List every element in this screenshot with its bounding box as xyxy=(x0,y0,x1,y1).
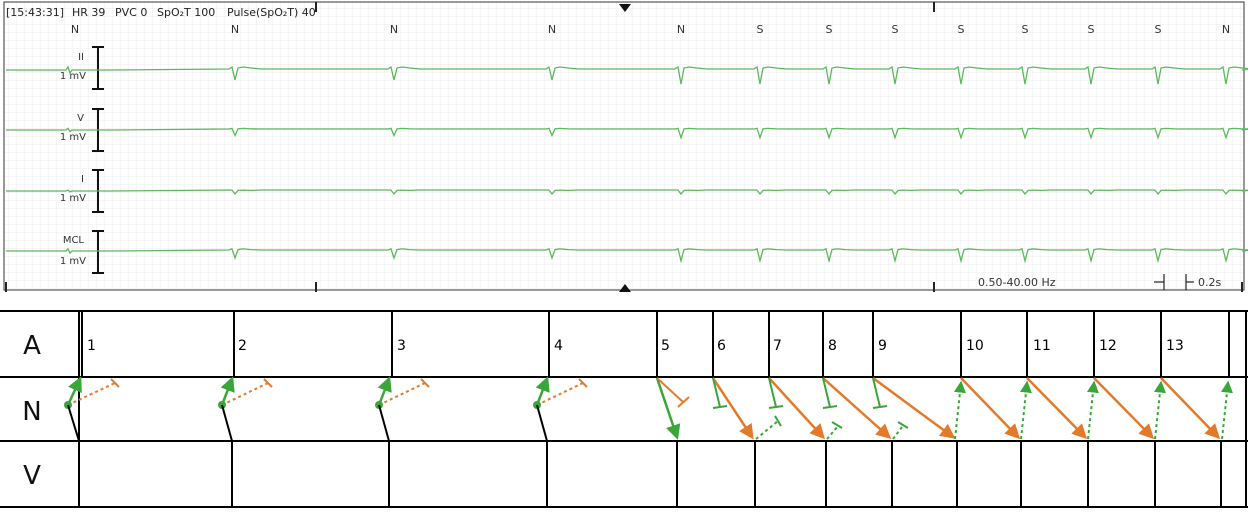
beat-label: S xyxy=(1155,23,1162,36)
lead-cal-ii: 1 mV xyxy=(60,71,86,82)
beat-label: S xyxy=(892,23,899,36)
lead-labels: II 1 mV V 1 mV I 1 mV MCL 1 mV xyxy=(60,52,86,267)
top-marker-icon xyxy=(619,4,631,12)
time-scale-bar xyxy=(1154,274,1194,290)
beat-number: 6 xyxy=(717,338,726,354)
lead-label-ii: II xyxy=(78,52,84,63)
calibration-bars xyxy=(92,46,104,274)
beat-number: 5 xyxy=(661,338,670,354)
ecg-trace-mcl xyxy=(6,247,1248,264)
lead-label-v: V xyxy=(77,113,84,124)
conduction-beat-3 xyxy=(375,376,430,442)
beat-label: N xyxy=(677,23,685,36)
conduction-beat-6 xyxy=(711,377,782,440)
conduction-beat-2 xyxy=(218,376,273,442)
filter-label: 0.50-40.00 Hz xyxy=(978,276,1056,289)
beat-number: 7 xyxy=(773,338,782,354)
status-hr: HR 39 xyxy=(72,6,105,19)
ladder-diagram: A N V 1 2 3 4 5 6 7 8 9 10 11 12 13 xyxy=(0,308,1248,508)
beat-label: S xyxy=(826,23,833,36)
beat-number: 2 xyxy=(238,338,247,354)
beat-labels: N N N N N S S S S S S S N xyxy=(71,23,1230,36)
scale-label: 0.2s xyxy=(1198,276,1221,289)
beat-label: S xyxy=(1088,23,1095,36)
lead-cal-i: 1 mV xyxy=(60,193,86,204)
beat-label: N xyxy=(390,23,398,36)
conduction-beat-8 xyxy=(822,377,909,440)
row-label-v: V xyxy=(23,461,41,491)
beat-label: N xyxy=(1222,23,1230,36)
ecg-strip-panel: [15:43:31] HR 39 PVC 0 SpO₂T 100 Pulse(S… xyxy=(3,1,1248,292)
beat-label: S xyxy=(1022,23,1029,36)
conduction-beat-7 xyxy=(768,377,843,440)
conduction-beat-1 xyxy=(64,376,120,442)
beat-label: S xyxy=(958,23,965,36)
beat-number: 1 xyxy=(87,338,96,354)
bottom-marker-icon xyxy=(619,284,631,292)
beat-numbers: 1 2 3 4 5 6 7 8 9 10 11 12 13 xyxy=(87,338,1184,354)
ecg-trace-v xyxy=(6,127,1248,140)
status-time: [15:43:31] xyxy=(6,6,64,19)
ecg-trace-ii xyxy=(6,65,1248,85)
ecg-traces xyxy=(6,65,1248,264)
status-spo2: SpO₂T 100 xyxy=(157,6,215,19)
ecg-trace-i xyxy=(6,189,1248,196)
beat-number: 12 xyxy=(1099,338,1117,354)
beat-number: 8 xyxy=(828,338,837,354)
ventricular-ticks xyxy=(78,441,1222,507)
lead-cal-mcl: 1 mV xyxy=(60,256,86,267)
conduction-beat-9 xyxy=(872,376,956,439)
beat-number: 10 xyxy=(966,338,984,354)
time-markers xyxy=(5,2,1243,292)
beat-number: 13 xyxy=(1166,338,1184,354)
ecg-grid xyxy=(3,1,1245,291)
reentry-loops xyxy=(954,377,1233,440)
conduction-beat-5 xyxy=(655,377,690,440)
lead-label-mcl: MCL xyxy=(63,235,85,246)
beat-number: 3 xyxy=(397,338,406,354)
beat-label: S xyxy=(757,23,764,36)
conduction-beat-4 xyxy=(533,376,588,442)
beat-number: 9 xyxy=(878,338,887,354)
beat-label: N xyxy=(231,23,239,36)
status-pvc: PVC 0 xyxy=(115,6,147,19)
row-label-a: A xyxy=(23,331,41,361)
beat-label: N xyxy=(71,23,79,36)
beat-number: 4 xyxy=(554,338,563,354)
lead-label-i: I xyxy=(81,174,84,185)
beat-label: N xyxy=(548,23,556,36)
ladder-grid xyxy=(0,310,1248,508)
atrial-ticks xyxy=(81,311,1230,377)
lead-cal-v: 1 mV xyxy=(60,132,86,143)
status-pulse: Pulse(SpO₂T) 40 xyxy=(227,6,316,19)
beat-number: 11 xyxy=(1033,338,1051,354)
row-label-n: N xyxy=(22,397,41,427)
